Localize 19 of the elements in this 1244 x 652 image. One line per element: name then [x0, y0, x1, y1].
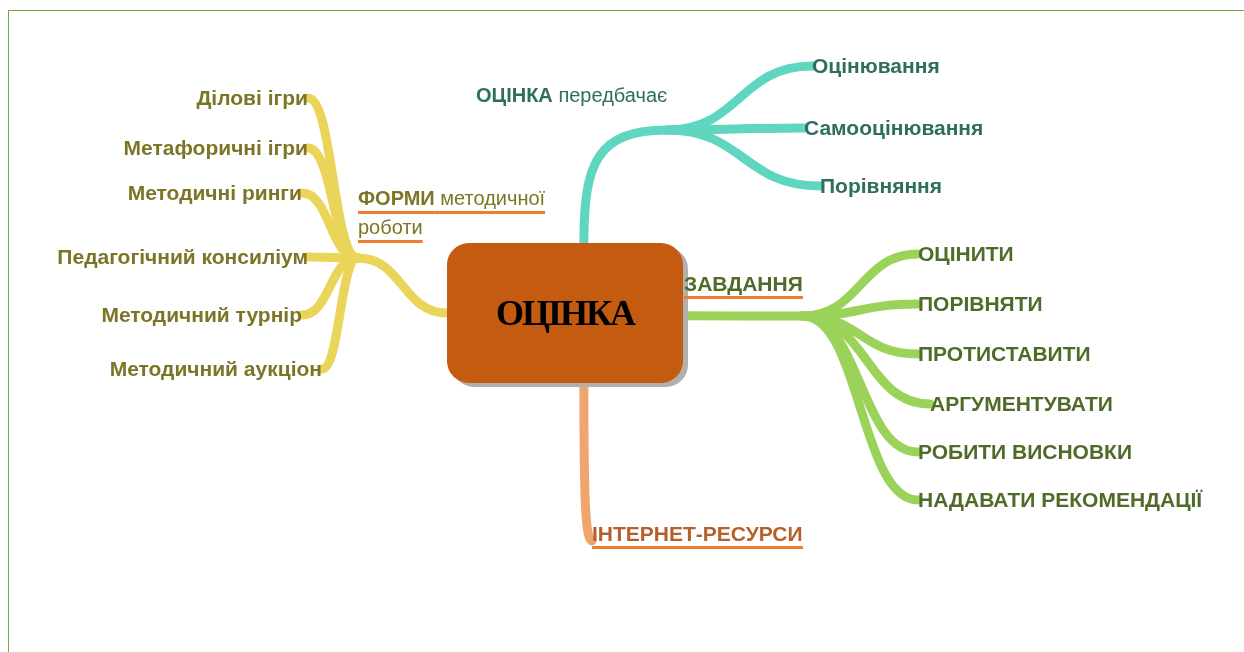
topic-text: ПРОТИСТАВИТИ — [918, 342, 1091, 366]
topic-text: АРГУМЕНТУВАТИ — [930, 392, 1113, 416]
branch-label: ІНТЕРНЕТ-РЕСУРСИ — [592, 522, 803, 549]
topic-text: НАДАВАТИ РЕКОМЕНДАЦІЇ — [918, 488, 1203, 512]
topic-text: Методичний аукціон — [109, 357, 322, 381]
topic-text: Ділові ігри — [196, 86, 308, 110]
branch-label: ФОРМИ методичної роботи — [358, 186, 547, 240]
topic-text: ОЦІНИТИ — [918, 242, 1014, 266]
topic-text: Методичний турнір — [101, 303, 302, 327]
topic-text: ПОРІВНЯТИ — [918, 292, 1043, 316]
branch-label: ОЦІНКА передбачає — [476, 84, 668, 106]
branch-label: ЗАВДАННЯ — [684, 272, 803, 299]
topic-text: Метафоричні ігри — [123, 136, 308, 160]
topic-text: РОБИТИ ВИСНОВКИ — [918, 440, 1132, 464]
topic-text: Порівняння — [820, 174, 943, 198]
topic-text: Самооцінювання — [804, 116, 984, 140]
topic-text: Педагогічний консиліум — [57, 245, 308, 269]
topic-text: Методичні ринги — [127, 181, 302, 205]
topic-text: Оцінювання — [812, 54, 940, 78]
